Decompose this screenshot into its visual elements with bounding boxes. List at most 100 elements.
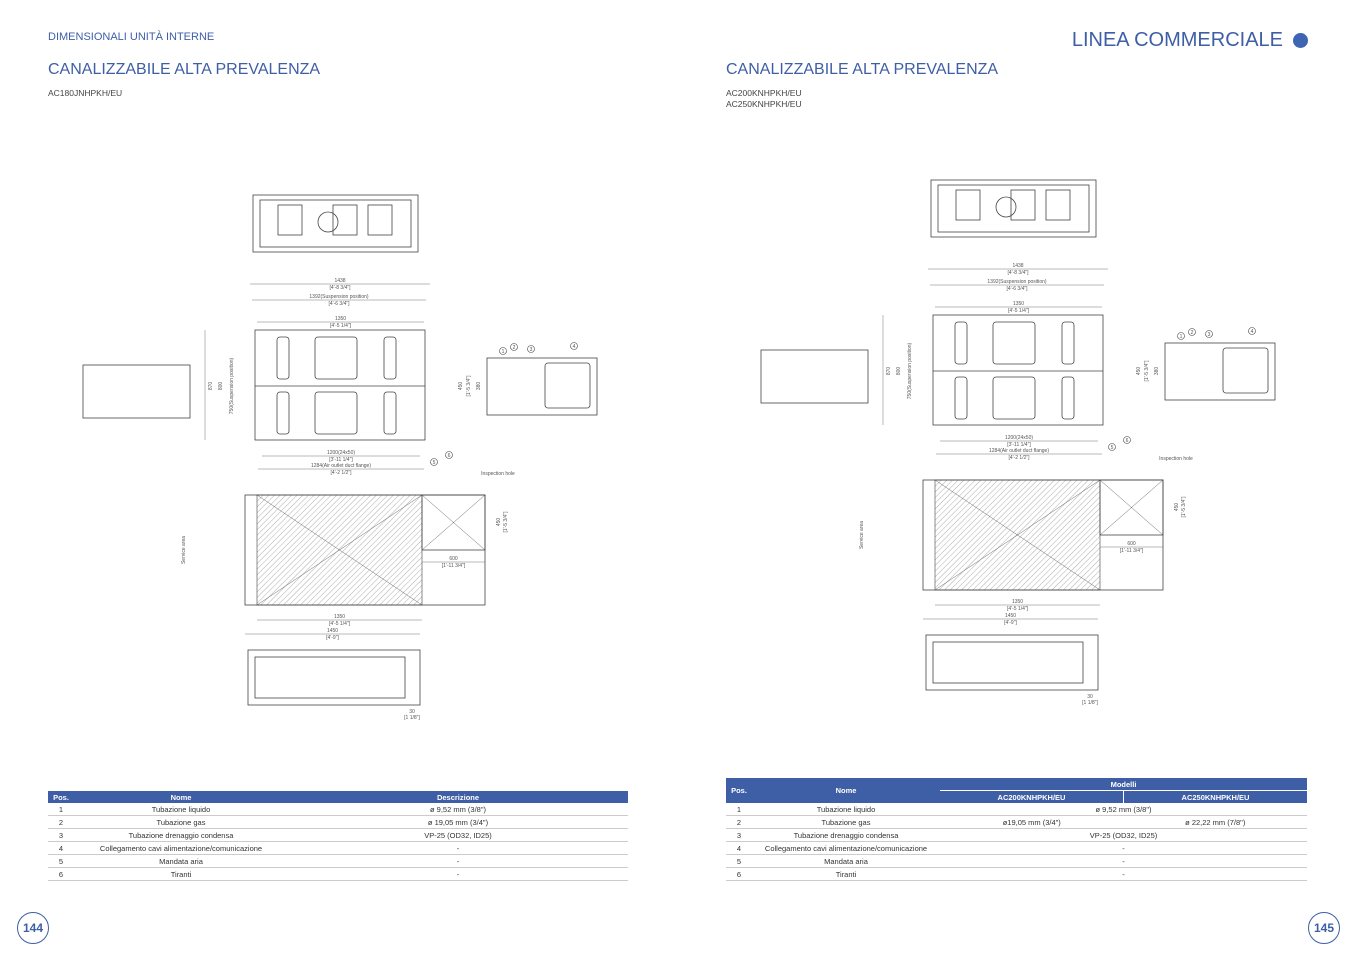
callout-circle: [527, 345, 535, 353]
table-cell: ø19,05 mm (3/4"): [940, 815, 1124, 829]
dimension-label: 450: [458, 382, 464, 391]
inspection-diagonal: [421, 494, 486, 551]
brand-label: LINEA COMMERCIALE: [1071, 29, 1283, 51]
dimension-label: 1284(Air outlet duct flange): [989, 448, 1049, 454]
dimension-label: [4'-5 1/4"]: [1007, 606, 1029, 612]
dimension-label: 1350: [1012, 599, 1023, 605]
left-model: AC180JNHPKH/EU: [48, 88, 123, 98]
dimension-label: [4'-8 3/4"]: [329, 285, 351, 291]
dimension-label: [1'-5 3/4"]: [1144, 360, 1150, 382]
right-side-view: [486, 357, 598, 416]
callout-number: 2: [513, 345, 516, 351]
col-nome: Nome: [752, 778, 940, 803]
control-box: [1222, 347, 1269, 394]
dimension-label: 1450: [1005, 613, 1016, 619]
main-unit: [932, 314, 1104, 426]
right-drawing: 1438[4'-8 3/4"]1392(Suspension position)…: [760, 179, 1276, 706]
dimension-label: 1200(24x50): [327, 450, 355, 456]
callout-circle: [1248, 327, 1256, 335]
right-page-title: CANALIZZABILE ALTA PREVALENZA: [726, 61, 999, 78]
dimension-label: [1'-5 3/4"]: [466, 375, 472, 397]
dimension-label: 600: [449, 556, 458, 562]
table-cell: Tubazione drenaggio condensa: [74, 828, 288, 842]
dimension-label: 1350: [1013, 301, 1024, 307]
dimension-label: [1 1/8"]: [1082, 700, 1098, 706]
table-cell: ø 22,22 mm (7/8"): [1123, 815, 1307, 829]
access-panel: [1061, 376, 1075, 420]
table-cell: -: [940, 854, 1307, 868]
access-panel: [276, 336, 290, 380]
table-cell: 6: [726, 867, 752, 881]
table-cell: 4: [726, 841, 752, 855]
dimension-label: [4'-6 3/4"]: [328, 301, 350, 307]
dimension-label: 450: [1136, 367, 1142, 376]
dimension-label: [3'-11 1/4"]: [329, 457, 353, 463]
front-view-inner: [932, 641, 1084, 684]
inspection-hole: [1099, 479, 1164, 536]
table-cell: 3: [48, 828, 74, 842]
callout-number: 2: [1191, 330, 1194, 336]
table-cell: Tubazione drenaggio condensa: [752, 828, 940, 842]
table-cell: Tiranti: [74, 867, 288, 881]
page-number-left: 144: [17, 912, 49, 944]
col-model-ac250: AC250KNHPKH/EU: [1123, 790, 1307, 803]
dimension-label: [1'-5 3/4"]: [503, 511, 509, 533]
access-panel: [954, 321, 968, 365]
table-cell: 5: [726, 854, 752, 868]
col-descrizione: Descrizione: [288, 791, 628, 803]
dimension-label: 600: [1127, 541, 1136, 547]
callout-number: 4: [573, 344, 576, 350]
dimension-label: [4'-6 3/4"]: [1006, 286, 1028, 292]
table-cell: Mandata aria: [74, 854, 288, 868]
callout-number: 1: [502, 349, 505, 355]
dimension-label: 1350: [335, 316, 346, 322]
dimension-label: [1'-11 3/4"]: [1120, 548, 1144, 554]
table-cell: 6: [48, 867, 74, 881]
dimension-label: 1450: [327, 628, 338, 634]
access-panel: [992, 376, 1036, 420]
right-model-1: AC200KNHPKH/EU: [726, 88, 802, 98]
table-cell: ø 9,52 mm (3/8"): [288, 803, 628, 816]
dimension-label: 1200(24x50): [1005, 435, 1033, 441]
dimension-label: Inspection hole: [1159, 456, 1193, 462]
dimension-label: 1284(Air outlet duct flange): [311, 463, 371, 469]
callout-number: 6: [1126, 438, 1129, 444]
dimension-label: [3'-11 1/4"]: [1007, 442, 1031, 448]
left-page-title: CANALIZZABILE ALTA PREVALENZA: [48, 61, 321, 78]
dimension-label: 380: [1154, 367, 1160, 376]
right-model-2: AC250KNHPKH/EU: [726, 99, 802, 109]
access-panel: [992, 321, 1036, 365]
table-cell: 2: [48, 815, 74, 829]
table-cell: Collegamento cavi alimentazione/comunica…: [74, 841, 288, 855]
callout-number: 5: [433, 460, 436, 466]
fan-housing: [1045, 189, 1071, 221]
dimension-label: [1 1/8"]: [404, 715, 420, 721]
table-cell: Tubazione liquido: [74, 803, 288, 816]
table-cell: 2: [726, 815, 752, 829]
brand-heading: LINEA COMMERCIALE: [1072, 29, 1308, 52]
front-view-inner: [254, 656, 406, 699]
top-view: [930, 179, 1097, 238]
col-modelli: Modelli: [940, 778, 1307, 791]
callout-circle: [1205, 330, 1213, 338]
dimension-label: 870: [208, 382, 214, 391]
callout-circle: [1108, 443, 1116, 451]
dimension-label: 750(Suspension position): [907, 342, 913, 399]
callout-number: 6: [448, 453, 451, 459]
callout-circle: [1177, 332, 1185, 340]
right-spec-table: Pos. Nome Modelli AC200KNHPKH/EU AC250KN…: [726, 778, 1307, 881]
dimension-label: 1392(Suspension position): [987, 279, 1047, 285]
table-cell: 1: [48, 803, 74, 816]
table-cell: -: [940, 841, 1307, 855]
table-cell: VP-25 (OD32, ID25): [940, 828, 1307, 842]
right-side-view: [1164, 342, 1276, 401]
fan-housing: [332, 204, 358, 236]
